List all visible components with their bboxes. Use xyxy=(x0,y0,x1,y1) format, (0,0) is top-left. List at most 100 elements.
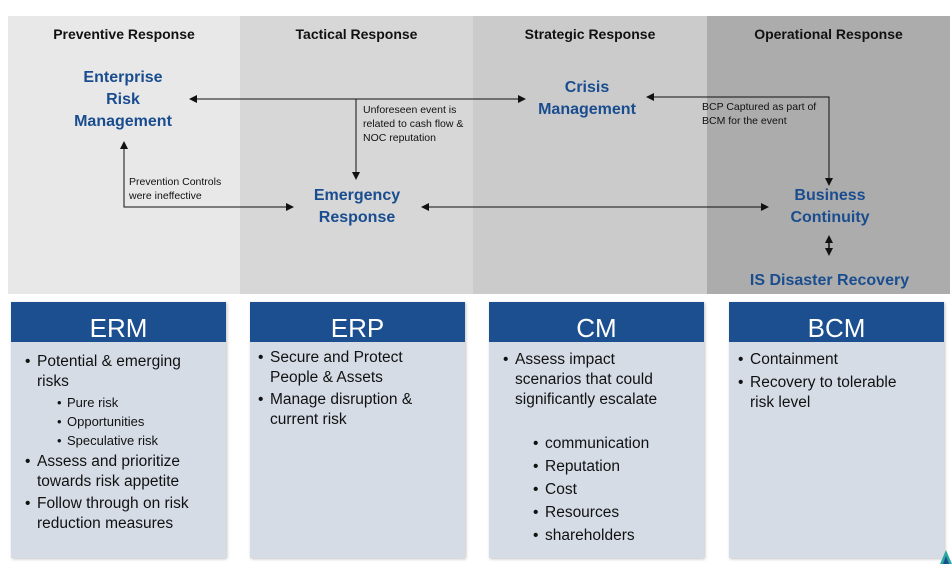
list-subitem: • Speculative risk xyxy=(57,431,159,450)
node-line: Business xyxy=(794,187,866,204)
list-item: • Secure and Protect People & Assets xyxy=(258,348,403,388)
bullet-icon: • xyxy=(533,527,539,544)
card-erp: ERP • Secure and Protect People & Assets… xyxy=(250,302,465,558)
note-line: Prevention Controls xyxy=(129,176,222,188)
note-bcp-captured: BCP Captured as part of BCM for the even… xyxy=(702,100,816,128)
bullet-icon: • xyxy=(57,395,62,410)
node-business-continuity: Business Continuity xyxy=(770,185,890,229)
item-line: risks xyxy=(37,373,69,390)
item-line: Assess impact xyxy=(515,351,615,368)
item-line: Opportunities xyxy=(67,414,145,429)
node-emergency-response: Emergency Response xyxy=(297,185,417,229)
item-line: Reputation xyxy=(545,458,620,475)
list-item: • communication xyxy=(533,434,650,454)
bullet-icon: • xyxy=(533,435,539,452)
item-line: reduction measures xyxy=(37,515,174,532)
item-line: scenarios that could xyxy=(515,371,653,388)
item-line: towards risk appetite xyxy=(37,473,180,490)
card-body-cm: • Assess impact scenarios that could sig… xyxy=(489,346,704,558)
node-enterprise-risk-management: Enterprise Risk Management xyxy=(63,67,183,133)
node-line: Response xyxy=(318,209,396,226)
list-item: • Manage disruption & current risk xyxy=(258,390,413,430)
bullet-icon: • xyxy=(57,433,62,448)
node-line: Continuity xyxy=(790,209,870,226)
item-line: Secure and Protect xyxy=(270,349,403,366)
item-line: Potential & emerging xyxy=(37,353,181,370)
item-line: Containment xyxy=(750,351,838,368)
bullet-icon: • xyxy=(533,504,539,521)
note-line: related to cash flow & xyxy=(363,118,464,130)
note-unforeseen-event: Unforeseen event is related to cash flow… xyxy=(363,103,463,145)
item-line: Manage disruption & xyxy=(270,391,413,408)
card-body-erp: • Secure and Protect People & Assets • M… xyxy=(250,346,465,558)
note-prevention-controls: Prevention Controls were ineffective xyxy=(129,175,221,203)
node-line: Management xyxy=(74,113,172,130)
item-line: shareholders xyxy=(545,527,635,544)
list-subitem: • Pure risk xyxy=(57,393,119,412)
list-subitem: • Opportunities xyxy=(57,412,145,431)
card-body-bcm: • Containment • Recovery to tolerable ri… xyxy=(729,346,944,558)
corner-logo-icon xyxy=(940,550,952,564)
column-header-strategic: Strategic Response xyxy=(524,26,656,42)
item-line: Follow through on risk xyxy=(37,495,189,512)
column-header-operational: Operational Response xyxy=(754,26,903,42)
list-item: • Potential & emerging risks xyxy=(25,352,181,392)
node-line: Crisis xyxy=(564,79,610,96)
note-line: BCM for the event xyxy=(702,115,787,127)
list-item: • Containment xyxy=(738,350,838,370)
bullet-icon: • xyxy=(533,481,539,498)
note-line: NOC reputation xyxy=(363,132,436,144)
list-item: • Cost xyxy=(533,480,577,500)
node-is-disaster-recovery: IS Disaster Recovery xyxy=(749,272,910,289)
bullet-icon: • xyxy=(258,349,264,366)
card-title-erm: ERM xyxy=(11,302,226,342)
note-line: were ineffective xyxy=(129,190,202,202)
item-line: significantly escalate xyxy=(515,391,658,408)
bullet-icon: • xyxy=(25,353,31,370)
list-item: • Assess and prioritize towards risk app… xyxy=(25,452,181,492)
band-preventive: Preventive Response xyxy=(8,16,240,294)
item-line: People & Assets xyxy=(270,369,383,386)
item-line: Speculative risk xyxy=(67,433,159,448)
bullet-icon: • xyxy=(533,458,539,475)
item-line: Assess and prioritize xyxy=(37,453,181,470)
card-title-bcm: BCM xyxy=(729,302,944,342)
list-item: • Assess impact scenarios that could sig… xyxy=(503,350,658,410)
node-line: Emergency xyxy=(313,187,401,204)
item-line: Pure risk xyxy=(67,395,119,410)
bullet-icon: • xyxy=(258,391,264,408)
note-line: Unforeseen event is xyxy=(363,104,457,116)
list-item: • Follow through on risk reduction measu… xyxy=(25,494,189,534)
band-strategic: Strategic Response xyxy=(473,16,707,294)
band-tactical: Tactical Response xyxy=(240,16,473,294)
card-title-cm: CM xyxy=(489,302,704,342)
list-item: • Recovery to tolerable risk level xyxy=(738,373,897,413)
bullet-icon: • xyxy=(57,414,62,429)
list-item: • Reputation xyxy=(533,457,620,477)
note-line: BCP Captured as part of xyxy=(702,101,817,113)
card-cm: CM • Assess impact scenarios that could … xyxy=(489,302,704,558)
column-header-preventive: Preventive Response xyxy=(53,26,195,42)
card-bcm: BCM • Containment • Recovery to tolerabl… xyxy=(729,302,944,558)
item-line: risk level xyxy=(750,394,811,411)
card-title-erp: ERP xyxy=(250,302,465,342)
list-item: • Resources xyxy=(533,503,620,523)
item-line: Recovery to tolerable xyxy=(750,374,897,391)
item-line: Resources xyxy=(545,504,620,521)
column-header-tactical: Tactical Response xyxy=(295,26,418,42)
item-line: Cost xyxy=(545,481,577,498)
item-line: communication xyxy=(545,435,650,452)
node-line: Enterprise xyxy=(83,69,163,86)
bullet-icon: • xyxy=(738,351,744,368)
bullet-icon: • xyxy=(25,453,31,470)
bullet-icon: • xyxy=(25,495,31,512)
node-line: Management xyxy=(538,101,636,118)
node-line: Risk xyxy=(106,91,140,108)
node-crisis-management: Crisis Management xyxy=(527,77,647,121)
card-erm: ERM • Potential & emerging risks • Pure … xyxy=(11,302,226,558)
item-line: current risk xyxy=(270,411,347,428)
card-body-erm: • Potential & emerging risks • Pure risk… xyxy=(11,346,226,558)
bullet-icon: • xyxy=(738,374,744,391)
bullet-icon: • xyxy=(503,351,509,368)
list-item: • shareholders xyxy=(533,526,635,546)
